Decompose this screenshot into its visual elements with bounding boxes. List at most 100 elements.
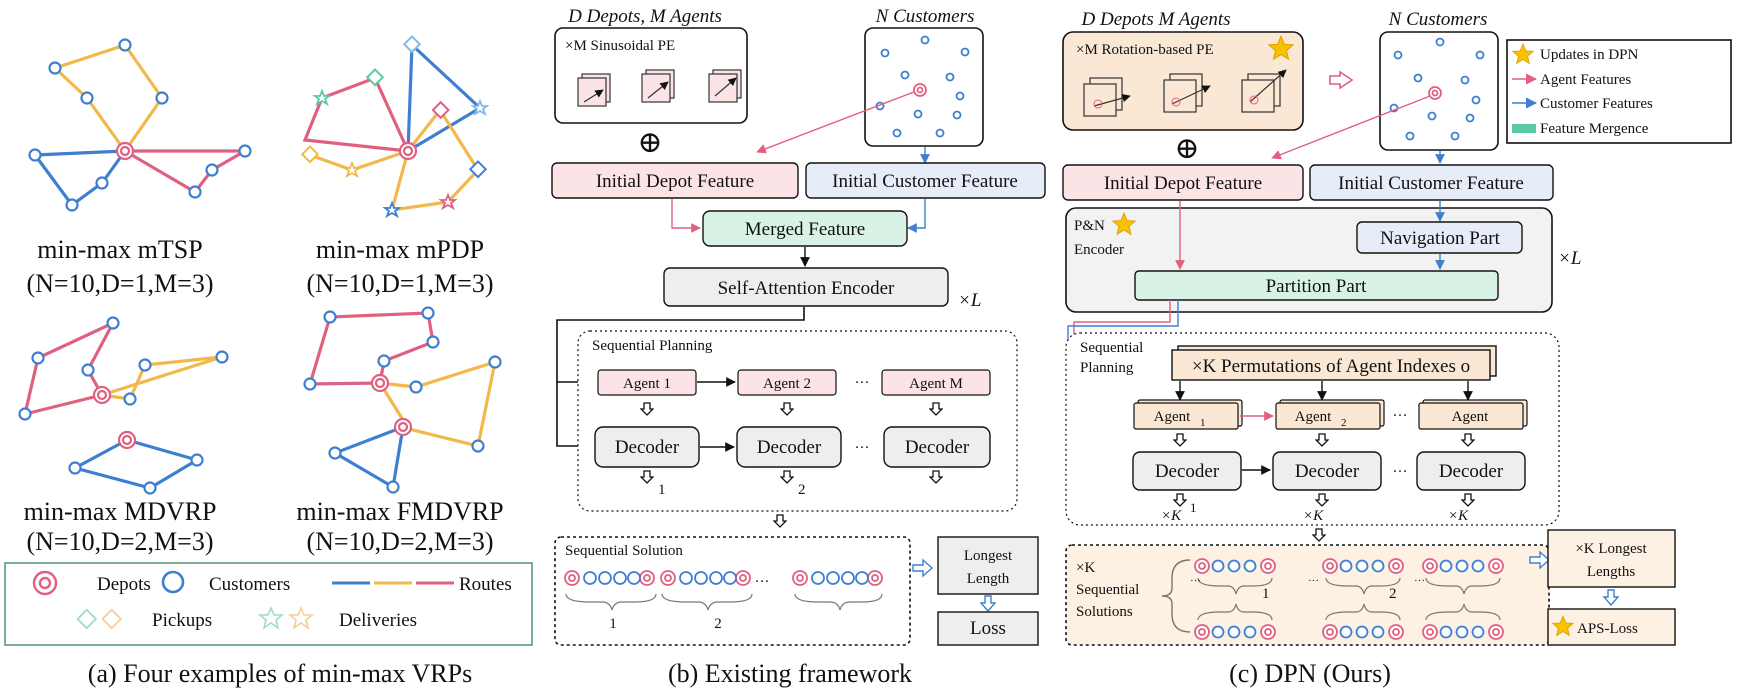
panel-b: D Depots, M Agents ×M Sinusoidal PE ⊕ N …	[551, 6, 1046, 688]
legend-customer-features: Customer Features	[1540, 96, 1653, 112]
c-sol-ellipsis-1: ···	[1190, 575, 1201, 587]
mdvrp-depots	[92, 385, 137, 450]
c-times-k-2: ×K	[1303, 508, 1324, 524]
c-partition-label: Partition Part	[1266, 276, 1368, 297]
b-decoder-2: Decoder	[757, 437, 822, 458]
c-initial-customer-label: Initial Customer Feature	[1338, 173, 1524, 194]
panel-c: D Depots M Agents ×M Rotation-based PE ⊕…	[1062, 9, 1732, 688]
caption-a: (a) Four examples of min-max VRPs	[88, 659, 472, 688]
fmdvrp-title: min-max FMDVRP	[296, 497, 503, 526]
c-permutations-label: ×K Permutations of Agent Indexes o	[1192, 356, 1470, 377]
c-sol-1: 1	[1262, 586, 1270, 602]
b-times-l: ×L	[958, 290, 981, 311]
c-agent-1-sub: 1	[1200, 417, 1206, 429]
b-pe-box-label: ×M Sinusoidal PE	[565, 38, 675, 54]
mtsp-graph	[31, 43, 251, 208]
mpdp-depot	[398, 141, 418, 161]
mdvrp-nodes	[18, 316, 229, 495]
b-agent-m: Agent M	[909, 376, 963, 392]
c-permutations	[1171, 349, 1491, 381]
legend-updates: Updates in DPN	[1540, 47, 1638, 63]
c-agent-2: Agent	[1295, 409, 1332, 425]
b-customers-header: N Customers	[875, 6, 975, 27]
mpdp-graph	[302, 41, 483, 212]
c-decoder-k: Decoder	[1439, 461, 1504, 482]
c-solution-tokens	[1194, 558, 1504, 640]
c-agent-k: Agent	[1452, 409, 1489, 425]
b-encoder	[663, 267, 949, 307]
fmdvrp-nodes	[303, 306, 502, 494]
c-sol-2: 2	[1389, 586, 1397, 602]
legend-pickups: Pickups	[152, 610, 212, 631]
fmdvrp-depots	[370, 373, 413, 437]
c-pe-box-label: ×M Rotation-based PE	[1076, 42, 1214, 58]
c-sol-l2: Sequential	[1076, 582, 1139, 598]
c-times-k-3: ×K	[1448, 508, 1469, 524]
b-customer-dots	[875, 35, 970, 138]
legend-c: Updates in DPN Agent Features Customer F…	[1506, 39, 1732, 144]
c-step-1: 1	[1190, 500, 1197, 515]
c-times-l: ×L	[1558, 248, 1581, 269]
c-partition	[1134, 270, 1499, 301]
c-initial-depot-label: Initial Depot Feature	[1104, 173, 1262, 194]
b-sol-2: 2	[714, 616, 722, 632]
legend-routes: Routes	[459, 574, 512, 595]
legend-depots: Depots	[97, 574, 151, 595]
legend-a: Depots Customers Routes Pickups Deliveri…	[4, 562, 533, 646]
c-initial-customer	[1309, 164, 1554, 201]
caption-b: (b) Existing framework	[668, 659, 912, 688]
b-encoder-label: Self-Attention Encoder	[718, 278, 895, 299]
c-sol-ellipsis-3: ···	[1414, 575, 1425, 587]
b-loss	[937, 611, 1039, 646]
c-initial-depot	[1062, 164, 1304, 201]
b-oplus: ⊕	[637, 126, 662, 159]
b-sol-1: 1	[609, 616, 617, 632]
b-seq-solution-label: Sequential Solution	[565, 543, 683, 559]
c-oplus: ⊕	[1174, 132, 1199, 165]
mpdp-pickups	[300, 35, 488, 179]
b-merged-label: Merged Feature	[745, 219, 865, 240]
b-longest-l2: Length	[967, 571, 1010, 587]
mtsp-depot	[115, 141, 135, 161]
mdvrp-title: min-max MDVRP	[24, 497, 217, 526]
b-initial-depot-label: Initial Depot Feature	[596, 171, 754, 192]
c-sol-ellipsis-2: ···	[1308, 575, 1319, 587]
b-seq-planning-label: Sequential Planning	[592, 338, 713, 354]
c-longest-l2: Lengths	[1587, 564, 1635, 580]
b-merged	[702, 210, 908, 247]
b-longest-l1: Longest	[964, 548, 1013, 564]
b-dots-2: ···	[855, 440, 870, 456]
mpdp-params: (N=10,D=1,M=3)	[307, 269, 494, 298]
b-decoder-m: Decoder	[905, 437, 970, 458]
c-dots-1: ···	[1393, 408, 1408, 424]
c-encoder-l1: P&N	[1074, 218, 1105, 234]
c-sol-l1: ×K	[1076, 560, 1095, 576]
b-loss-label: Loss	[970, 618, 1006, 639]
c-pe-icons	[1083, 69, 1287, 117]
c-sol-l3: Solutions	[1076, 604, 1133, 620]
c-agent-1: Agent	[1154, 409, 1191, 425]
caption-c: (c) DPN (Ours)	[1229, 659, 1391, 688]
mtsp-title: min-max mTSP	[37, 235, 202, 264]
b-pe-icons	[577, 69, 742, 107]
fmdvrp-params: (N=10,D=2,M=3)	[307, 527, 494, 556]
c-seq-l2: Planning	[1080, 360, 1134, 376]
c-navigation	[1356, 221, 1523, 254]
b-initial-depot	[551, 162, 799, 199]
b-initial-customer	[805, 162, 1046, 199]
c-agent-2-sub: 2	[1341, 417, 1347, 429]
c-seq-l1: Sequential	[1080, 340, 1143, 356]
b-depots-header: D Depots, M Agents	[567, 6, 722, 27]
b-solution-tokens	[564, 570, 883, 586]
b-initial-customer-label: Initial Customer Feature	[832, 171, 1018, 192]
panel-a: min-max mTSP (N=10,D=1,M=3) min-max mPDP…	[4, 35, 533, 688]
c-encoder-l2: Encoder	[1074, 242, 1124, 258]
b-dots-1: ···	[855, 375, 870, 391]
c-depots-header: D Depots M Agents	[1081, 9, 1231, 30]
mtsp-nodes	[28, 38, 252, 212]
legend-deliveries: Deliveries	[339, 610, 417, 631]
c-customers-header: N Customers	[1388, 9, 1488, 30]
mpdp-title: min-max mPDP	[316, 235, 484, 264]
